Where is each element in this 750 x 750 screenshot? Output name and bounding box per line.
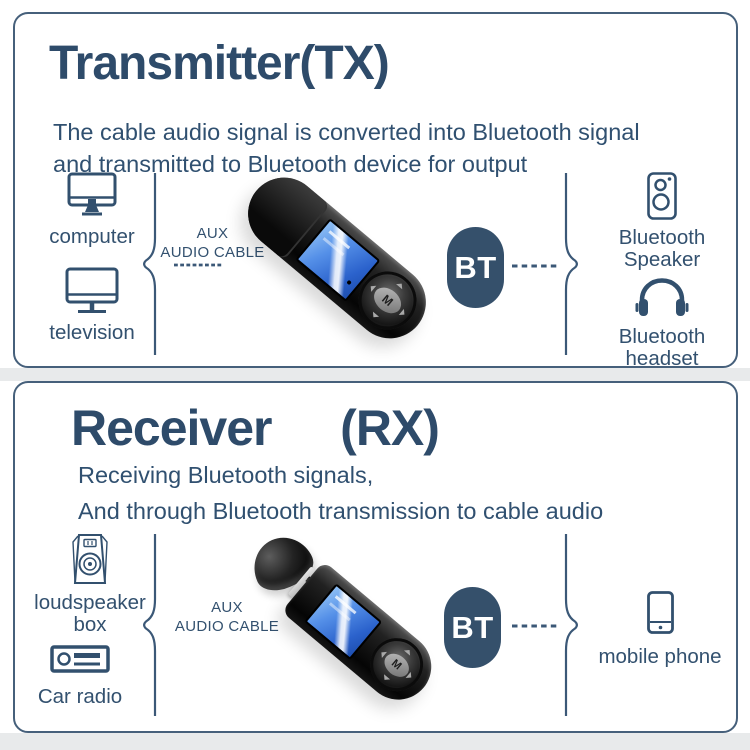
receiver-description: Receiving Bluetooth signals, And through… (78, 457, 603, 529)
transmitter-panel: Transmitter(TX) The cable audio signal i… (13, 12, 741, 370)
loudspeaker-icon (72, 534, 108, 584)
aux-line1: AUX (196, 225, 229, 242)
aux-line2: AUDIO CABLE (174, 618, 280, 635)
pad-up-arrow (396, 277, 408, 290)
device-body: M (281, 560, 445, 714)
mobile-phone-icon (646, 591, 674, 634)
transmitter-device-image: M (233, 162, 444, 354)
left-brace (143, 534, 157, 716)
receiver-title: Receiver (RX) (71, 400, 440, 456)
receiver-panel: Receiver (RX) Receiving Bluetooth signal… (13, 381, 738, 733)
car-radio-icon (50, 645, 110, 673)
television-icon (65, 267, 119, 313)
output-speaker-label: Bluetooth Speaker (618, 226, 706, 271)
right-brace (564, 534, 578, 716)
pad-left-arrow (365, 280, 377, 292)
device-control-pad: M (359, 627, 434, 702)
headset-icon (635, 278, 689, 316)
source-loudspeaker-label: loudspeaker box (34, 591, 146, 636)
output-headset-label: Bluetooth headset (618, 325, 706, 370)
output-mobile-phone-label: mobile phone (598, 645, 722, 668)
speaker-icon (647, 172, 677, 220)
receiver-device-image: M (242, 527, 457, 719)
source-car-radio-label: Car radio (37, 685, 123, 708)
source-computer-label: computer (49, 225, 135, 248)
pad-right-arrow (398, 308, 411, 321)
bluetooth-badge: BT (447, 227, 504, 308)
aux-cable-label: AUX AUDIO CABLE (155, 224, 270, 262)
transmitter-description-line2: and transmitted to Bluetooth device for … (53, 151, 528, 177)
bt-dashed-line (512, 264, 560, 268)
device-screen (304, 583, 383, 661)
bottom-strip (0, 733, 750, 750)
aux-line2: AUDIO CABLE (160, 244, 265, 261)
panel-gap-strip (0, 368, 750, 381)
aux-dashed-line (174, 263, 222, 267)
transmitter-description: The cable audio signal is converted into… (53, 116, 640, 180)
source-car-radio: Car radio (15, 645, 145, 708)
left-brace (143, 173, 157, 355)
pad-up-arrow (403, 644, 415, 656)
bt-dashed-line (512, 624, 558, 628)
output-speaker: Bluetooth Speaker (583, 172, 741, 271)
pad-down-arrow (367, 311, 380, 323)
transmitter-description-line1: The cable audio signal is converted into… (53, 119, 640, 145)
source-loudspeaker: loudspeaker box (15, 533, 165, 636)
device-body: M (233, 162, 441, 354)
receiver-description-line2: And through Bluetooth transmission to ca… (78, 498, 604, 524)
output-mobile-phone: mobile phone (578, 591, 742, 668)
receiver-description-line1: Receiving Bluetooth signals, (78, 462, 374, 488)
transmitter-title: Transmitter(TX) (49, 37, 390, 90)
aux-line1: AUX (211, 599, 243, 616)
right-brace (564, 173, 578, 355)
output-headset: Bluetooth headset (583, 273, 741, 370)
bluetooth-badge: BT (444, 587, 501, 668)
source-television-label: television (49, 321, 135, 344)
source-computer: computer (25, 172, 159, 248)
pad-right-arrow (405, 671, 418, 683)
source-television: television (25, 267, 159, 344)
aux-cable-label: AUX AUDIO CABLE (167, 598, 287, 636)
computer-icon (67, 172, 117, 216)
pad-down-arrow (378, 673, 390, 686)
